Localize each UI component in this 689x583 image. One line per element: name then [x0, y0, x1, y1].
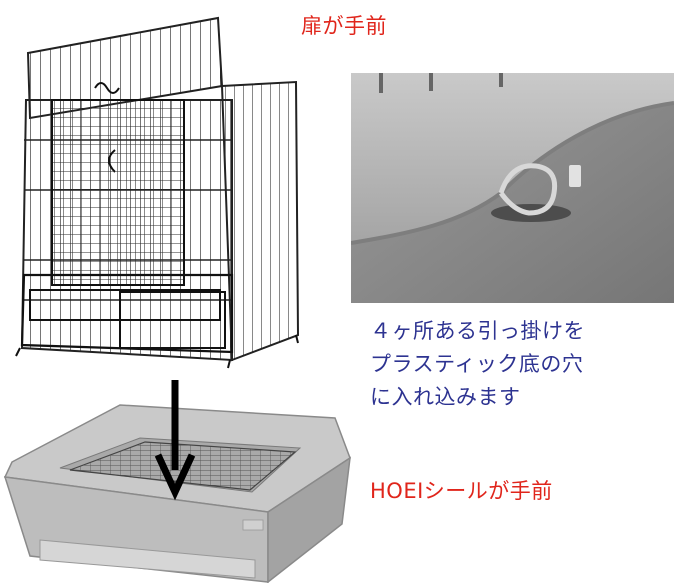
hook-closeup-photo	[351, 73, 674, 303]
hoei-seal	[242, 519, 264, 531]
hoei-seal-caption: HOEIシールが手前	[370, 479, 553, 503]
door-front-caption: 扉が手前	[301, 14, 387, 38]
cage-door	[51, 99, 185, 286]
hook-instructions-line-2: プラスティック底の穴	[370, 352, 584, 376]
hook-instructions-line-1: ４ヶ所ある引っ掛けを	[370, 319, 585, 343]
hook-instructions-line-3: に入れ込みます	[370, 385, 521, 409]
down-arrow-icon	[154, 380, 196, 501]
tray-grid	[69, 441, 297, 491]
cage-assembly-illustration	[3, 16, 351, 583]
wire-cage	[15, 16, 300, 369]
hook-instructions: ４ヶ所ある引っ掛けを プラスティック底の穴 に入れ込みます	[370, 315, 670, 414]
plastic-tray	[3, 404, 351, 583]
